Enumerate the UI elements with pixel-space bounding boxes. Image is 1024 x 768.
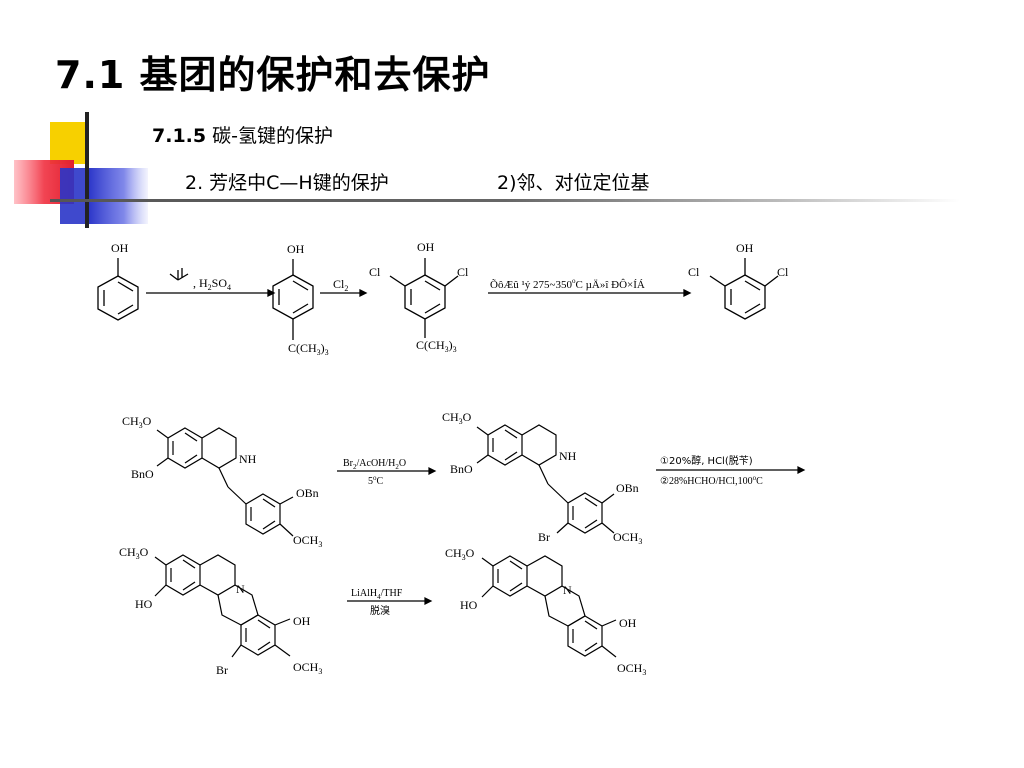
c-ho-label: HO [135, 597, 153, 611]
d-oh-label: OH [619, 616, 637, 630]
a-meo-label: CH3O [122, 414, 152, 430]
arrowhead-2 [359, 288, 368, 298]
decorative-color-blocks [14, 112, 148, 228]
d-ho-label: HO [460, 598, 478, 612]
c-n-label: N [236, 582, 245, 596]
reagent6-line2: 脱溴 [370, 604, 390, 617]
phenol-oh-label: OH [111, 241, 129, 255]
p2-tbu-label: C(CH3)3 [288, 341, 329, 357]
c-meo-label: CH3O [119, 545, 149, 561]
p3-tbu-label: C(CH3)3 [416, 338, 457, 354]
reagent1-label: , H2SO4 [193, 276, 231, 292]
header-rule [50, 199, 960, 202]
yellow-block [50, 122, 88, 164]
blue-block-left [60, 168, 88, 224]
reagent2-label: Cl2 [333, 277, 348, 293]
b-bno-label: BnO [450, 462, 473, 476]
reagent4-line2: 5oC [368, 474, 384, 487]
page-title: 7.1 基团的保护和去保护 [55, 53, 491, 97]
section-number: 7.1.5 [152, 125, 207, 147]
a-bno-label: BnO [131, 467, 154, 481]
p4-cl-right-label: Cl [777, 265, 789, 279]
compound-c-structure [154, 554, 291, 658]
dichloro-tert-butylphenol-structure [389, 258, 459, 338]
p4-cl-left-label: Cl [688, 265, 700, 279]
reagent3-label: ÕôÆû ¹ý 275~350oC µÄ»î ÐÔ×ÍÁ [490, 277, 645, 291]
compound-b-structure [476, 424, 615, 534]
b-och3-label: OCH3 [613, 530, 642, 546]
reagent5-line1: ①20%醇, HCl(脱苄) [660, 454, 753, 467]
reagent4-line1: Br2/AcOH/H2O [343, 458, 406, 471]
p3-oh-label: OH [417, 240, 435, 254]
arrowhead-1 [267, 288, 276, 298]
b-meo-label: CH3O [442, 410, 472, 426]
isobutylene-structure [169, 268, 189, 281]
d-och3-label: OCH3 [617, 661, 646, 677]
arrowhead-4 [428, 467, 437, 475]
c-och3-label: OCH3 [293, 660, 322, 676]
b-br-label: Br [538, 530, 550, 544]
arrowhead-5 [797, 466, 806, 474]
blue-block [88, 168, 148, 224]
a-och3-label: OCH3 [293, 533, 322, 549]
c-oh-label: OH [293, 614, 311, 628]
item-heading: 2. 芳烃中C—H键的保护 [185, 172, 389, 194]
compound-d-structure [481, 555, 617, 658]
d-n-label: N [563, 583, 572, 597]
vertical-bar [85, 112, 89, 228]
b-obn-label: OBn [616, 481, 639, 495]
d-meo-label: CH3O [445, 546, 475, 562]
phenol-structure [97, 258, 139, 321]
p3-cl-left-label: Cl [369, 265, 381, 279]
b-nh-label: NH [559, 449, 577, 463]
reagent6-line1: LiAlH4/THF [351, 588, 403, 601]
p3-cl-right-label: Cl [457, 265, 469, 279]
a-nh-label: NH [239, 452, 257, 466]
p2-oh-label: OH [287, 242, 305, 256]
arrowhead-3 [683, 288, 692, 298]
reagent5-line2: ②28%HCHO/HCl,100oC [660, 474, 763, 487]
arrowhead-6 [424, 597, 433, 605]
c-br-label: Br [216, 663, 228, 677]
p4-oh-label: OH [736, 241, 754, 255]
compound-a-structure [156, 427, 294, 537]
a-obn-label: OBn [296, 486, 319, 500]
section-heading: 7.1.5 碳-氢键的保护 [152, 121, 333, 148]
sub-item-heading: 2)邻、对位定位基 [497, 172, 650, 194]
dichlorophenol-structure [709, 258, 779, 320]
section-text: 碳-氢键的保护 [206, 125, 334, 147]
tert-butylphenol-structure [272, 259, 314, 340]
